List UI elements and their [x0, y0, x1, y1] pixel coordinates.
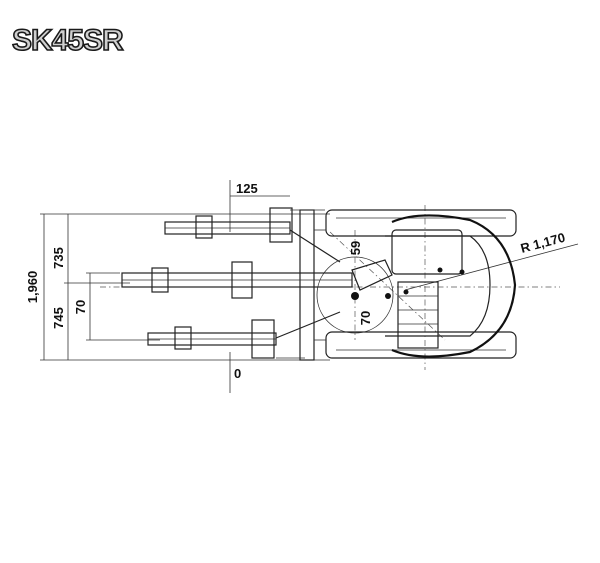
dim-offset-left: 735 [51, 247, 66, 269]
boom-right-offset [147, 311, 341, 359]
dim-tail-radius: R 1,170 [519, 230, 567, 256]
crawler-tracks [325, 209, 517, 359]
dim-overall-width: 1,960 [25, 271, 40, 304]
dim-offset-zero: 0 [234, 366, 241, 381]
dim-angle-left: 59 [348, 241, 363, 255]
dim-angle-right: 70 [358, 311, 373, 325]
dim-offset-small: 70 [73, 300, 88, 314]
dim-offset-top: 125 [236, 181, 258, 196]
dim-offset-right: 745 [51, 307, 66, 329]
dozer-blade [299, 209, 326, 361]
model-logo-text: SK45SR [12, 24, 124, 56]
upper-structure [316, 214, 517, 358]
model-logo: SK45SR [11, 23, 126, 56]
boom-center [121, 259, 393, 299]
boom-left-offset [164, 207, 341, 263]
